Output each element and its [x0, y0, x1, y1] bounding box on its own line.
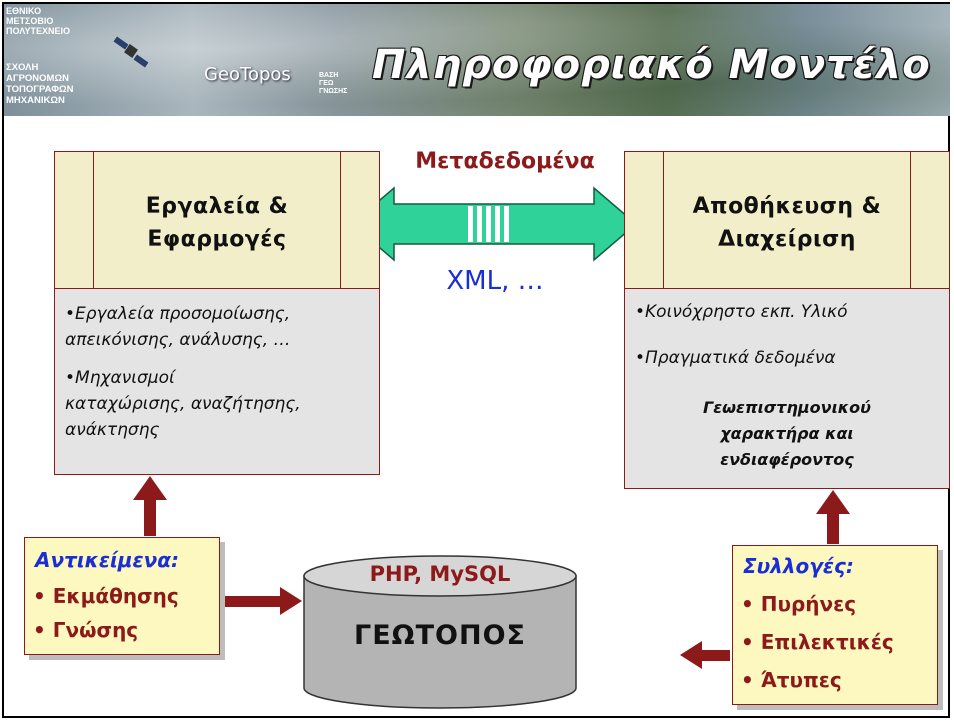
arrow-collections-to-storage	[816, 490, 850, 544]
storage-heading-line1: Αποθήκευση &	[692, 194, 882, 219]
tagline-line: ΓΕΩ	[319, 80, 334, 87]
ntua-logo-text: ΕΘΝΙΚΟ ΜΕΤΣΟΒΙΟ ΠΟΛΥΤΕΧΝΕΙΟ	[6, 6, 70, 36]
collections-heading: Συλλογές:	[743, 554, 854, 578]
school-line: ΑΓΡΟΝΟΜΩΝ	[6, 73, 69, 84]
tagline-line: ΒΑΣΗ	[319, 72, 339, 79]
school-line: ΣΧΟΛΗ	[6, 62, 39, 73]
brand-name: GeoTopos	[204, 64, 291, 85]
tools-item-line: •Εργαλεία προσομοίωσης,	[65, 304, 291, 324]
database-tech-label: PHP, MySQL	[369, 562, 511, 586]
storage-list-box: •Κοινόχρηστο εκπ. Υλικό •Πραγματικά δεδο…	[624, 289, 950, 489]
tools-item-line: καταχώρισης, αναζήτησης,	[65, 394, 301, 414]
collections-box: Συλλογές: • Πυρήνες • Επιλεκτικές • Άτυπ…	[732, 545, 938, 705]
school-logo-text: ΣΧΟΛΗ ΑΓΡΟΝΟΜΩΝ ΤΟΠΟΓΡΑΦΩΝ ΜΗΧΑΝΙΚΩΝ	[6, 62, 74, 106]
tools-header-panel	[93, 152, 341, 288]
satellite-icon	[113, 36, 149, 68]
database-name: ΓΕΩΤΟΠΟΣ	[354, 620, 526, 651]
collections-item: • Άτυπες	[741, 668, 842, 692]
storage-bold-line: χαρακτήρα και	[720, 424, 854, 443]
header-banner: ΕΘΝΙΚΟ ΜΕΤΣΟΒΙΟ ΠΟΛΥΤΕΧΝΕΙΟ ΣΧΟΛΗ ΑΓΡΟΝΟ…	[4, 4, 950, 116]
storage-header-panel	[663, 152, 911, 288]
storage-bold-line: Γεωεπιστημονικού	[703, 398, 871, 417]
brand-tagline: ΒΑΣΗ ΓΕΩ ΓΝΩΣΗΣ	[319, 72, 347, 96]
tools-header-box: Εργαλεία & Εφαρμογές	[54, 151, 380, 289]
storage-bold-line: ενδιαφέροντος	[720, 450, 854, 469]
storage-header-box: Αποθήκευση & Διαχείριση	[624, 151, 950, 289]
xml-label: XML, …	[446, 266, 544, 296]
ntua-line: ΜΕΤΣΟΒΙΟ	[6, 16, 54, 26]
tools-item-line: ανάκτησης	[65, 420, 160, 440]
objects-item: • Γνώσης	[33, 618, 139, 642]
objects-heading: Αντικείμενα:	[35, 548, 180, 572]
learning-objects-box: Αντικείμενα: • Εκμάθησης • Γνώσης	[24, 537, 220, 655]
arrow-objects-to-tools	[133, 476, 167, 536]
arrow-objects-to-database	[224, 587, 302, 615]
school-line: ΤΟΠΟΓΡΑΦΩΝ	[6, 84, 74, 95]
database-cylinder	[303, 555, 577, 709]
school-line: ΜΗΧΑΝΙΚΩΝ	[6, 95, 65, 106]
tools-heading-line1: Εργαλεία &	[145, 194, 289, 219]
storage-item-line: •Κοινόχρηστο εκπ. Υλικό	[635, 302, 848, 322]
collections-item: • Επιλεκτικές	[741, 630, 894, 654]
collections-item: • Πυρήνες	[741, 592, 857, 616]
slide-title: Πληροφοριακό Μοντέλο	[372, 42, 931, 88]
ntua-line: ΠΟΛΥΤΕΧΝΕΙΟ	[6, 26, 70, 36]
tools-item-line: απεικόνισης, ανάλυσης, …	[65, 330, 291, 350]
tools-heading-line2: Εφαρμογές	[147, 227, 287, 252]
storage-heading-line2: Διαχείριση	[718, 227, 856, 252]
banner-background-image	[4, 4, 950, 116]
tools-list-box: •Εργαλεία προσομοίωσης, απεικόνισης, ανά…	[54, 289, 380, 475]
arrow-collections-to-database	[680, 641, 730, 669]
tools-item-line: •Μηχανισμοί	[65, 368, 175, 388]
storage-item-line: •Πραγματικά δεδομένα	[635, 348, 836, 368]
ntua-line: ΕΘΝΙΚΟ	[6, 6, 42, 16]
tagline-line: ΓΝΩΣΗΣ	[319, 88, 348, 95]
metadata-double-arrow	[350, 186, 638, 262]
objects-item: • Εκμάθησης	[33, 584, 179, 608]
metadata-label: Μεταδεδομένα	[415, 149, 595, 174]
